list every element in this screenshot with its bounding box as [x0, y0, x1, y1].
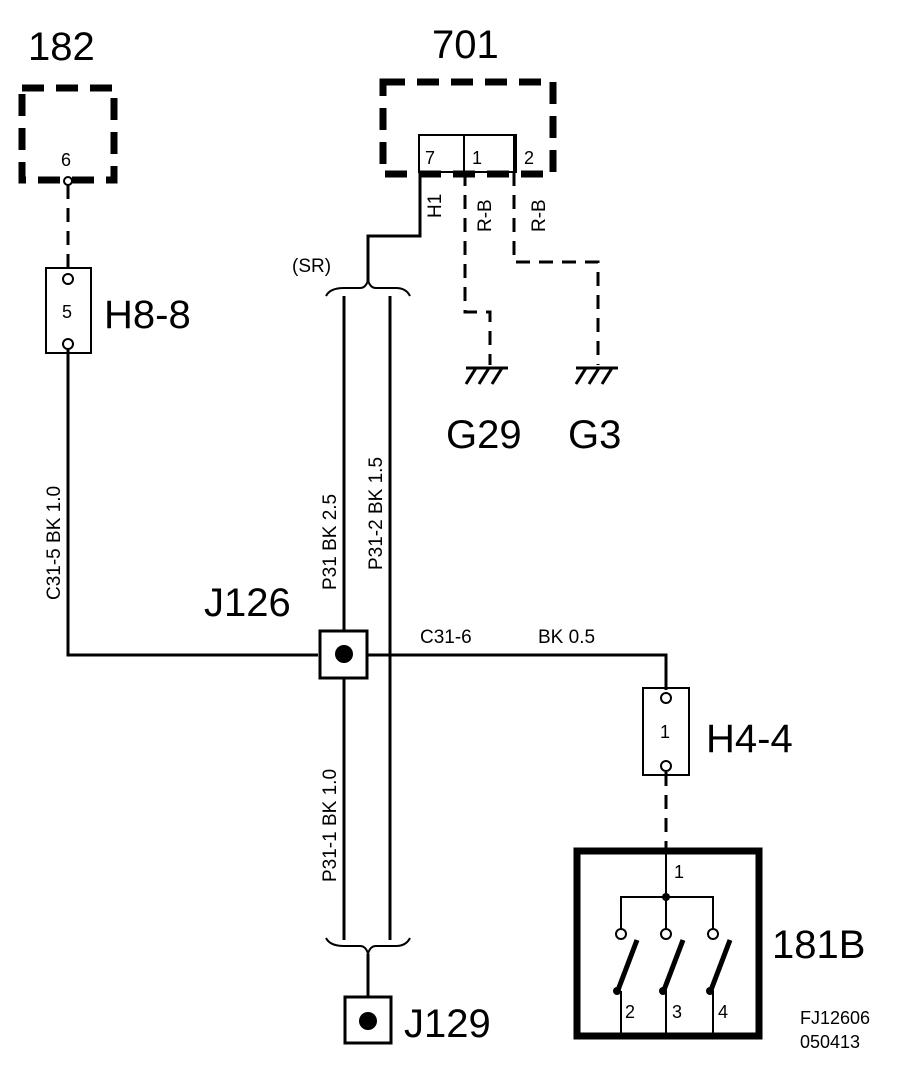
- component-181b-blade-2: [615, 939, 640, 991]
- connector-h8-8: 5 H8-8: [45, 267, 191, 354]
- component-182-pin: 6: [61, 150, 71, 170]
- shield-top: (SR): [292, 256, 411, 297]
- wire-c31-6: [367, 653, 668, 690]
- connector-h8-8-pin: 5: [62, 302, 72, 322]
- splice-j129-label: J129: [404, 1002, 491, 1046]
- wire-p31-2-label: P31-2 BK 1.5: [366, 457, 387, 570]
- splice-j126-label: J126: [204, 581, 291, 625]
- connector-h4-4-pin: 1: [660, 722, 670, 742]
- component-181b-contact-c: [707, 928, 719, 940]
- component-181b-pin-2: 2: [625, 1002, 635, 1022]
- wire-p31-1-label: P31-1 BK 1.0: [320, 769, 341, 882]
- wire-r-b-g29-label: R-B: [475, 199, 496, 232]
- ground-g3-hatch-3: [600, 367, 614, 385]
- component-181b-node-2: [613, 987, 621, 995]
- connector-h4-4-label: H4-4: [706, 717, 793, 761]
- component-181b-box: [573, 847, 763, 1040]
- ground-g3-label: G3: [568, 413, 621, 457]
- wire-h1-label: H1: [425, 194, 446, 218]
- connector-h4-4-top-terminal: [660, 692, 672, 704]
- wire-c31-6-label: C31-6: [420, 627, 472, 648]
- component-701-pin-2: 2: [524, 148, 534, 168]
- component-181b-pin-1: 1: [674, 862, 684, 882]
- shield-bottom-brace: [325, 937, 411, 955]
- wire-c31-6-spec: BK 0.5: [538, 627, 595, 648]
- component-182-box: [18, 84, 118, 184]
- component-181b-pin-4: 4: [718, 1002, 728, 1022]
- component-701-label: 701: [432, 23, 499, 67]
- component-182: 182 6: [18, 25, 118, 186]
- splice-j126-dot: [335, 645, 353, 663]
- ground-g29-label: G29: [446, 413, 522, 457]
- connector-h4-4: 1 H4-4: [642, 687, 793, 776]
- ground-g3: G3: [568, 366, 621, 457]
- connector-h8-8-label: H8-8: [104, 293, 191, 337]
- component-181b-contact-a: [615, 928, 627, 940]
- component-701-pin-7: 7: [425, 148, 435, 168]
- wire-c31-5-label: C31-5 BK 1.0: [44, 486, 65, 600]
- component-701-box: [379, 78, 557, 178]
- wire-c31-5: [66, 349, 318, 657]
- component-181b: 181B 1 2 3 4: [573, 847, 865, 1040]
- ground-g3-hatch-1: [574, 367, 588, 385]
- connector-h8-8-top-terminal: [62, 273, 74, 285]
- component-701-pin-1: 1: [472, 148, 482, 168]
- connector-h8-8-bottom-terminal: [62, 338, 74, 350]
- component-182-terminal: [63, 176, 73, 186]
- wire-r-b-g3: [512, 172, 600, 365]
- ground-g29-hatch-1: [464, 367, 478, 385]
- shield-top-brace: [325, 279, 411, 297]
- shield-label: (SR): [292, 256, 331, 277]
- ground-g29-hatch-2: [477, 367, 491, 385]
- splice-j126: J126: [204, 581, 369, 680]
- ground-g3-hatch-2: [587, 367, 601, 385]
- footer-date: 050413: [800, 1032, 860, 1052]
- component-701: 701 7 1 2: [379, 23, 557, 178]
- splice-j129-box: [343, 995, 393, 1045]
- connector-h4-4-bottom-terminal: [660, 760, 672, 772]
- wire-p31-label: P31 BK 2.5: [320, 494, 341, 590]
- footer-code: FJ12606: [800, 1008, 870, 1028]
- ground-g29-hatch-3: [490, 367, 504, 385]
- wire-r-b-g3-label: R-B: [529, 199, 550, 232]
- component-181b-blade-4: [708, 939, 733, 991]
- component-701-pin-block: [418, 134, 517, 173]
- wire-h1: [366, 172, 422, 282]
- component-181b-blade-3: [661, 939, 686, 991]
- component-181b-label: 181B: [772, 923, 865, 967]
- wire-r-b-g29: [463, 172, 492, 365]
- splice-j129: J129: [343, 995, 491, 1046]
- component-181b-pin-3: 3: [672, 1002, 682, 1022]
- ground-g29: G29: [446, 366, 522, 457]
- splice-j129-dot: [359, 1012, 377, 1030]
- component-182-label: 182: [28, 25, 95, 69]
- component-181b-contact-b: [660, 928, 672, 940]
